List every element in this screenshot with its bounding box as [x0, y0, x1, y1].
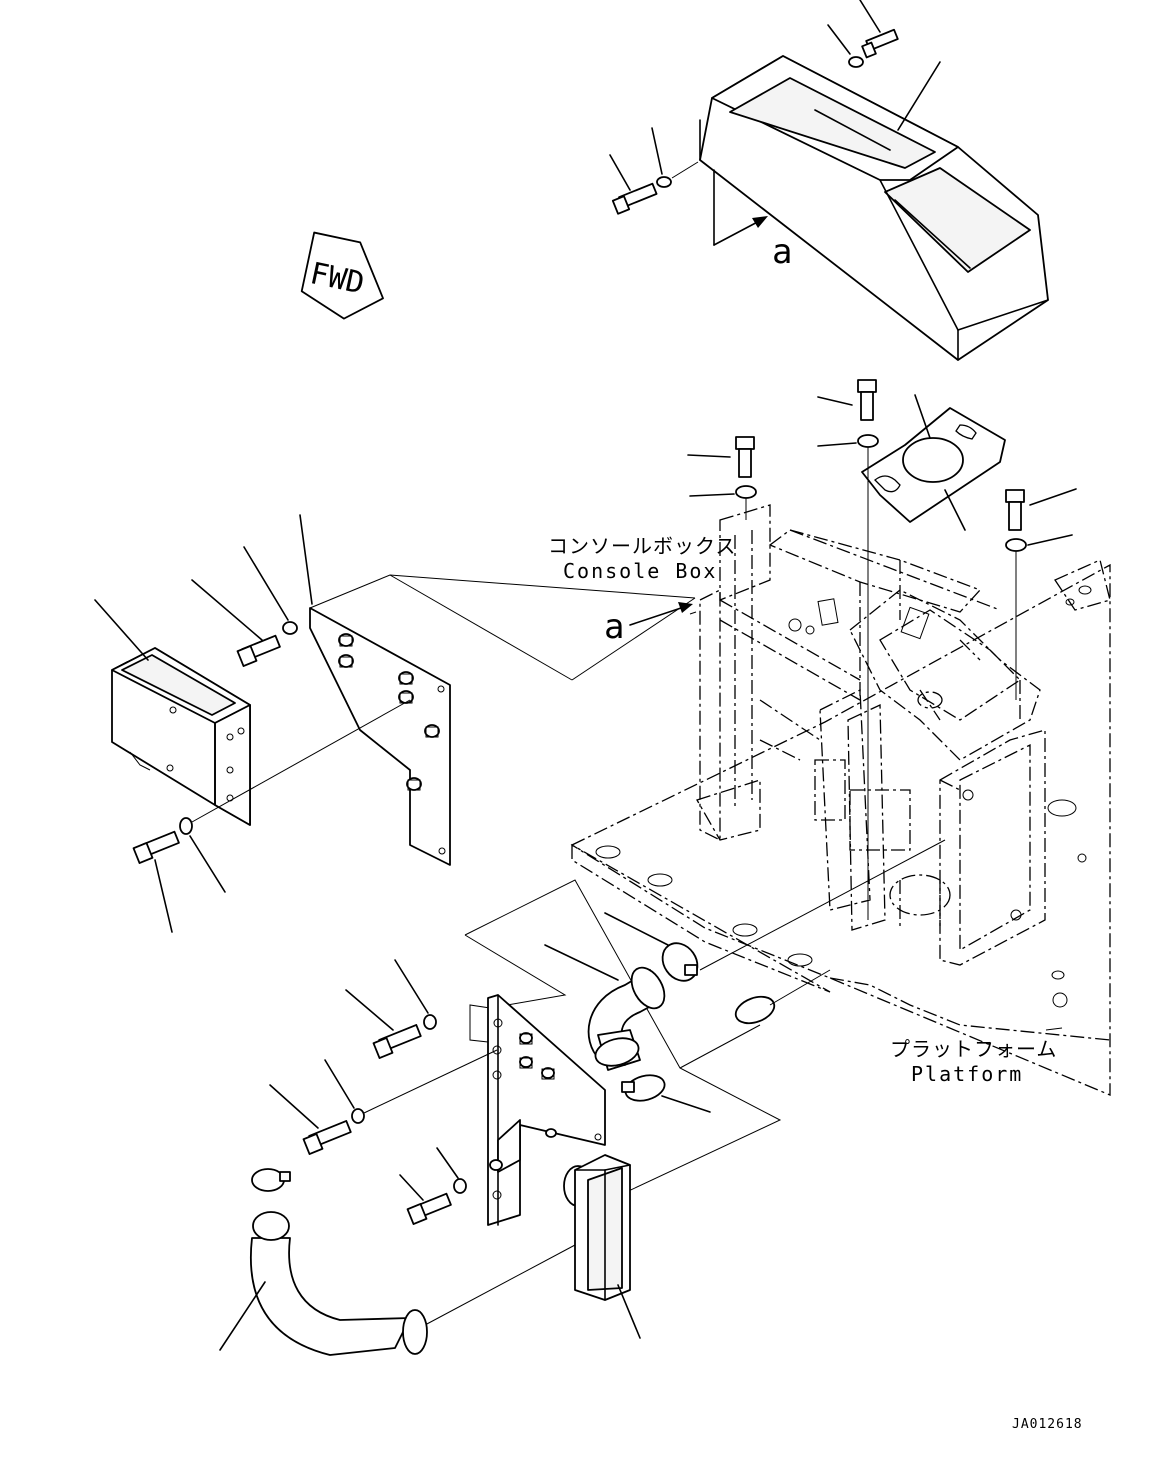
- hose-clamp-middle: [734, 969, 831, 1025]
- cover-washer-left: [651, 127, 699, 188]
- duct-washer-middle: [324, 1049, 498, 1124]
- frame-bolt-upper-left: [687, 436, 755, 478]
- box-bolt: [132, 830, 180, 933]
- duct-washer-lower: [436, 1147, 467, 1194]
- callout-frame-left: [309, 574, 696, 681]
- frame-washer-upper-mid: [817, 434, 879, 448]
- hose-clamp-lower: [621, 1074, 711, 1113]
- view-mark-frame: a: [604, 607, 624, 647]
- duct-bolt-middle: [269, 1084, 352, 1155]
- elbow-hose: [544, 944, 666, 1071]
- console-box-label-en: Console Box: [563, 559, 717, 583]
- view-arrow-top: a: [713, 169, 792, 272]
- console-box-label-jp: コンソールボックス: [548, 534, 736, 558]
- cover-bolt-left: [609, 154, 658, 215]
- storage-box: [94, 599, 251, 826]
- frame-bolt-upper-mid: [817, 379, 877, 421]
- cover-washer-right: [827, 24, 864, 68]
- duct-washer-upper: [394, 959, 437, 1030]
- cap: [902, 394, 964, 483]
- duct-bolt-lower: [399, 1174, 452, 1225]
- bracket-washer: [243, 546, 298, 635]
- callout-frame-lower: [464, 879, 782, 1196]
- flex-hose: [219, 1211, 428, 1356]
- hose-clamp-small: [251, 1168, 291, 1192]
- side-bracket: [299, 514, 451, 866]
- frame-washer-right: [1005, 534, 1073, 552]
- cover-bolt-right: [859, 0, 899, 59]
- view-mark-top: a: [772, 232, 792, 272]
- platform-edge: [829, 977, 1111, 1041]
- duct-bracket: [487, 994, 606, 1226]
- hose-clamp-upper: [604, 839, 946, 982]
- console-cover: [699, 55, 1049, 361]
- box-washer: [179, 699, 411, 893]
- platform-label-jp: プラットフォーム: [890, 1037, 1057, 1061]
- console-frame: [570, 447, 1111, 1096]
- frame-bolt-right: [1005, 488, 1077, 531]
- fwd-arrow-icon: FWD: [300, 231, 384, 320]
- duct-bolt-upper: [345, 989, 422, 1059]
- drawing-code: JA012618: [1012, 1417, 1083, 1432]
- platform-label-en: Platform: [911, 1062, 1023, 1086]
- duct-outlet: [424, 1154, 641, 1339]
- frame-washer-upper-left: [689, 485, 757, 499]
- bracket-bolt: [191, 579, 281, 667]
